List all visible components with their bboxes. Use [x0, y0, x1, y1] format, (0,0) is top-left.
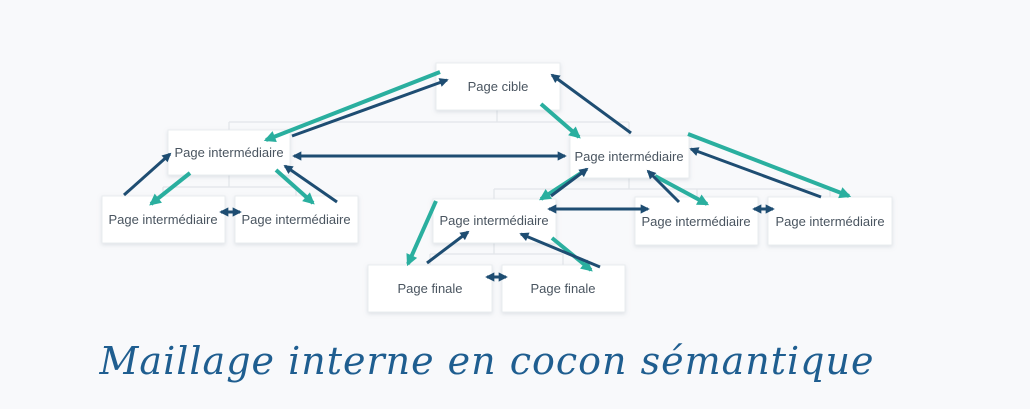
node-page-finale-right: Page finale [501, 264, 626, 313]
navy-bidirectional-arrows [219, 151, 775, 282]
node-intermediaire-left-left: Page intermédiaire [101, 195, 226, 244]
navy-up-arrows [123, 73, 822, 269]
arrow-mid-to-right [550, 167, 589, 198]
node-box [432, 198, 557, 244]
tree-connectors [162, 110, 831, 265]
arrow-finale-l-to-mid [426, 230, 470, 265]
arrow-left-to-ll [149, 171, 192, 206]
node-label: Page finale [397, 281, 462, 296]
node-label: Page intermédiaire [439, 213, 548, 228]
node-label: Page intermédiaire [174, 145, 283, 160]
connector-right-parent-children [493, 178, 831, 199]
node-box [234, 195, 359, 244]
node-page-finale-left: Page finale [367, 264, 493, 313]
node-label: Page intermédiaire [241, 212, 350, 227]
node-intermediaire-right-right: Page intermédiaire [767, 196, 893, 246]
arrow-rl-to-right [646, 169, 681, 204]
node-page-cible: Page cible [435, 62, 561, 111]
arrow-right-to-cible [550, 73, 632, 135]
arrow-cible-to-left [263, 70, 441, 143]
node-box [569, 135, 690, 179]
arrow-right-to-rl [654, 174, 710, 206]
arrow-finale-r-to-mid [519, 232, 601, 269]
arrow-lr-to-left [283, 164, 338, 204]
arrow-ll-to-left [123, 152, 172, 197]
connector-left-parent-children [162, 175, 297, 196]
node-label: Page cible [468, 79, 529, 94]
node-intermediaire-left-right: Page intermédiaire [234, 195, 359, 244]
connector-cible-children [228, 110, 630, 136]
node-label: Page intermédiaire [574, 149, 683, 164]
node-box [367, 264, 493, 313]
arrow-rr-to-right [689, 147, 822, 199]
node-box [501, 264, 626, 313]
arrow-right-to-rr [687, 132, 852, 199]
arrow-cible-to-right [539, 102, 581, 139]
diagram-title: Maillage interne en cocon sémantique [99, 339, 875, 383]
node-label: Page intermédiaire [108, 212, 217, 227]
node-box [767, 196, 893, 246]
node-intermediaire-middle: Page intermédiaire [432, 198, 557, 244]
diagram-nodes: Page cible Page intermédiaire Page inter… [101, 62, 893, 313]
node-label: Page intermédiaire [775, 214, 884, 229]
connector-mid-children [429, 243, 564, 265]
arrow-left-to-lr [274, 168, 315, 205]
node-label: Page intermédiaire [641, 214, 750, 229]
node-intermediaire-right: Page intermédiaire [569, 135, 690, 179]
node-label: Page finale [530, 281, 595, 296]
arrow-left-to-cible [291, 78, 449, 138]
node-box [435, 62, 561, 111]
node-intermediaire-right-left: Page intermédiaire [634, 196, 759, 246]
arrow-mid-to-finale-l [406, 200, 438, 267]
